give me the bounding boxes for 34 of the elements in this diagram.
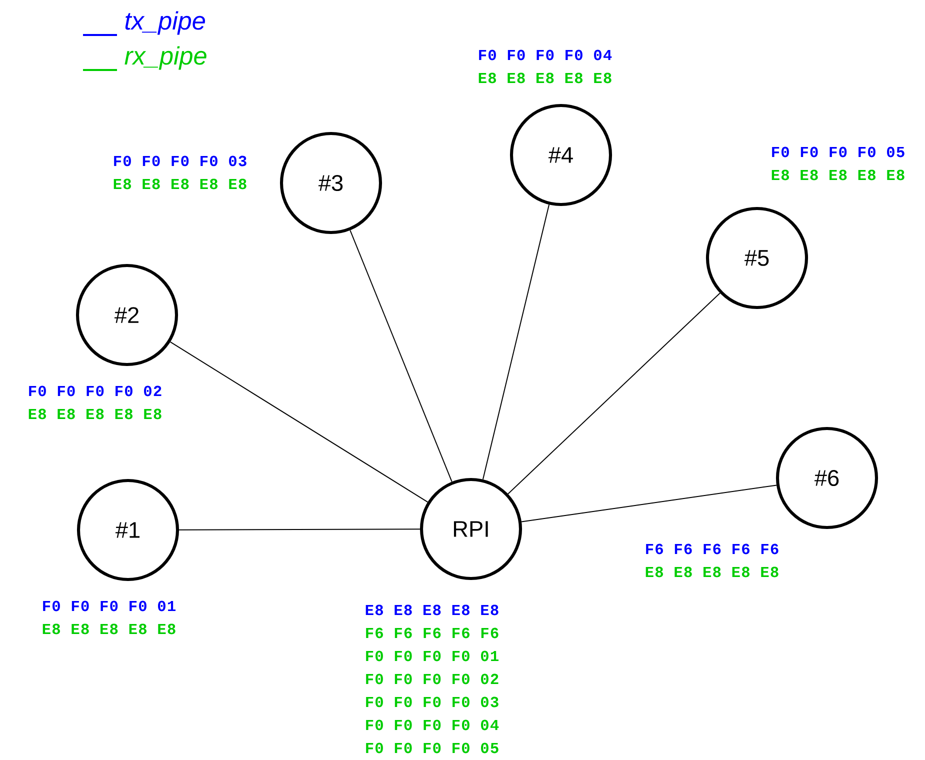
circle-node: #5 (706, 206, 808, 310)
connector-line (521, 484, 777, 522)
address-text: F0 F0 F0 F0 01 (366, 650, 498, 662)
address-text: E8 E8 E8 E8 E8 (28, 408, 162, 420)
address-text: F0 F0 F0 F0 04 (366, 720, 499, 730)
address-text: E8 E8 E8 E8 E8 (42, 624, 176, 634)
address-text: F6 F6 F6 F6 F6 (366, 628, 498, 638)
circle-node: #3 (280, 132, 382, 234)
connector-line (170, 341, 428, 503)
circle-node: RPI (420, 478, 522, 580)
address-text: F0 F0 F0 F0 03 (114, 156, 246, 166)
circle-node: #1 (76, 478, 180, 582)
address-text: F0 F0 F0 F0 01 (43, 600, 176, 612)
address-text: E8 E8 E8 E8 E8 (114, 178, 246, 190)
legend-text: tx_pipe (125, 11, 206, 35)
address-text: E8 E8 E8 E8 E8 (478, 72, 612, 84)
address-text: E8 E8 E8 E8 E8 (772, 170, 904, 180)
address-text: F0 F0 F0 F0 05 (366, 742, 498, 754)
address-text: F6 F6 F6 F6 F6 (646, 544, 778, 554)
legend-text: rx_pipe (124, 46, 206, 70)
address-text: F0 F0 F0 F0 04 (479, 50, 612, 60)
address-text: E8 E8 E8 E8 E8 (366, 604, 498, 616)
address-text: F0 F0 F0 F0 03 (366, 696, 498, 708)
connector-line (178, 528, 420, 530)
address-text: F0 F0 F0 F0 02 (29, 386, 162, 396)
connector-line (350, 230, 452, 482)
address-text: F0 F0 F0 F0 05 (772, 146, 904, 158)
circle-node: #2 (76, 264, 178, 366)
connector-line (482, 204, 550, 480)
address-text: F0 F0 F0 F0 02 (366, 674, 498, 684)
circle-node: #4 (510, 104, 612, 206)
connector-line (508, 292, 720, 494)
address-text: E8 E8 E8 E8 E8 (646, 566, 778, 578)
circle-node: #6 (776, 426, 878, 530)
